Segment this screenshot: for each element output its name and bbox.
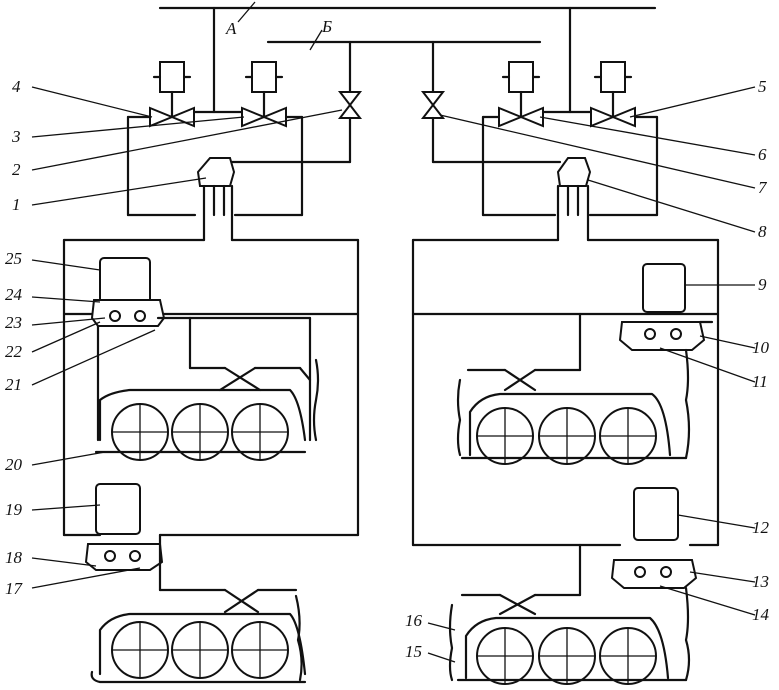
- label-17: 17: [5, 579, 24, 598]
- label-6: 6: [758, 145, 767, 164]
- brake-unit-9: [618, 263, 714, 351]
- label-15: 15: [405, 642, 422, 661]
- label-23: 23: [5, 313, 22, 332]
- label-19: 19: [5, 500, 23, 519]
- label-10: 10: [752, 338, 770, 357]
- bogie-bottom-left: [90, 588, 307, 684]
- right-frame: [411, 238, 720, 547]
- label-11: 11: [752, 372, 768, 391]
- label-4: 4: [12, 77, 21, 96]
- label-24: 24: [5, 285, 23, 304]
- valve-7: [420, 91, 446, 119]
- valve-3: [241, 61, 287, 128]
- label-3: 3: [11, 127, 21, 146]
- distributor-1: [196, 157, 236, 242]
- label-21: 21: [5, 375, 22, 394]
- label-8: 8: [758, 222, 767, 241]
- label-2: 2: [12, 160, 21, 179]
- label-7: 7: [758, 178, 768, 197]
- valve-5: [590, 61, 636, 128]
- label-25: 25: [5, 249, 22, 268]
- label-13: 13: [752, 572, 769, 591]
- valve-2: [337, 91, 363, 119]
- label-1: 1: [12, 195, 21, 214]
- callout-labels: 4 3 2 1 25 24 23 22 21 20 19 18 17 5 6 7…: [5, 77, 770, 661]
- label-22: 22: [5, 342, 23, 361]
- line-a-label: А: [225, 19, 237, 38]
- valve-6: [498, 61, 544, 128]
- label-16: 16: [405, 611, 423, 630]
- label-18: 18: [5, 548, 23, 567]
- label-5: 5: [758, 77, 767, 96]
- label-12: 12: [752, 518, 770, 537]
- line-b: Б: [266, 17, 542, 94]
- line-b-label: Б: [321, 17, 332, 36]
- bogie-bottom-right: [448, 543, 691, 685]
- brake-unit-12: [610, 487, 698, 589]
- label-14: 14: [752, 605, 770, 624]
- distributor-8: [556, 157, 592, 242]
- brake-unit-19: [84, 483, 164, 592]
- brake-unit-25: [90, 257, 192, 442]
- bogie-top-left: [94, 316, 320, 461]
- label-20: 20: [5, 455, 23, 474]
- label-9: 9: [758, 275, 767, 294]
- leader-lines: [31, 86, 756, 663]
- bogie-top-right: [456, 312, 691, 465]
- main-line-a: А: [158, 1, 657, 114]
- valve-4: [149, 61, 195, 128]
